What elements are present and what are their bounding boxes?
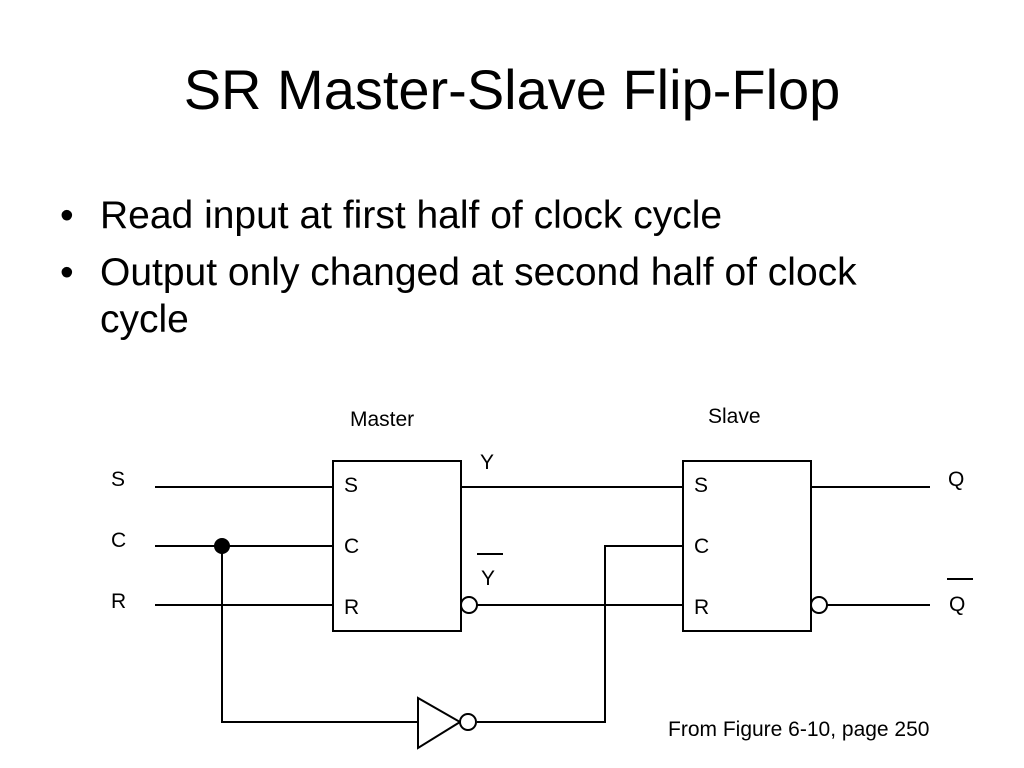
inversion-bubble-icon xyxy=(810,596,828,614)
inverter-icon xyxy=(417,696,462,750)
slave-s-port-label: S xyxy=(694,474,708,497)
bullet-item: • Output only changed at second half of … xyxy=(60,249,940,343)
master-label: Master xyxy=(350,408,414,431)
master-s-port-label: S xyxy=(344,474,358,497)
q-bar-label: Q xyxy=(949,593,965,616)
slave-c-port-label: C xyxy=(694,535,709,558)
bullet-dot: • xyxy=(60,251,74,294)
bullet-text: Read input at first half of clock cycle xyxy=(100,194,723,237)
bullet-item: • Read input at first half of clock cycl… xyxy=(60,192,940,239)
clock-branch-wire xyxy=(221,546,418,723)
bullet-text: Output only changed at second half of cl… xyxy=(100,251,857,341)
r-input-label: R xyxy=(111,590,126,613)
slave-label: Slave xyxy=(708,405,761,428)
bullet-list: • Read input at first half of clock cycl… xyxy=(60,192,940,353)
master-c-port-label: C xyxy=(344,535,359,558)
junction-dot-icon xyxy=(214,538,230,554)
master-r-port-label: R xyxy=(344,596,359,619)
inversion-bubble-icon xyxy=(460,596,478,614)
s-input-label: S xyxy=(111,468,125,491)
slave-r-port-label: R xyxy=(694,596,709,619)
bullet-dot: • xyxy=(60,194,74,237)
figure-caption: From Figure 6-10, page 250 xyxy=(668,718,930,741)
slide-title: SR Master-Slave Flip-Flop xyxy=(183,58,841,121)
q-label: Q xyxy=(948,468,964,491)
inverted-clock-wire xyxy=(477,545,683,723)
inversion-bubble-icon xyxy=(459,713,477,731)
y-bar-label: Y xyxy=(481,567,495,590)
c-input-label: C xyxy=(111,529,126,552)
y-label: Y xyxy=(480,451,494,474)
